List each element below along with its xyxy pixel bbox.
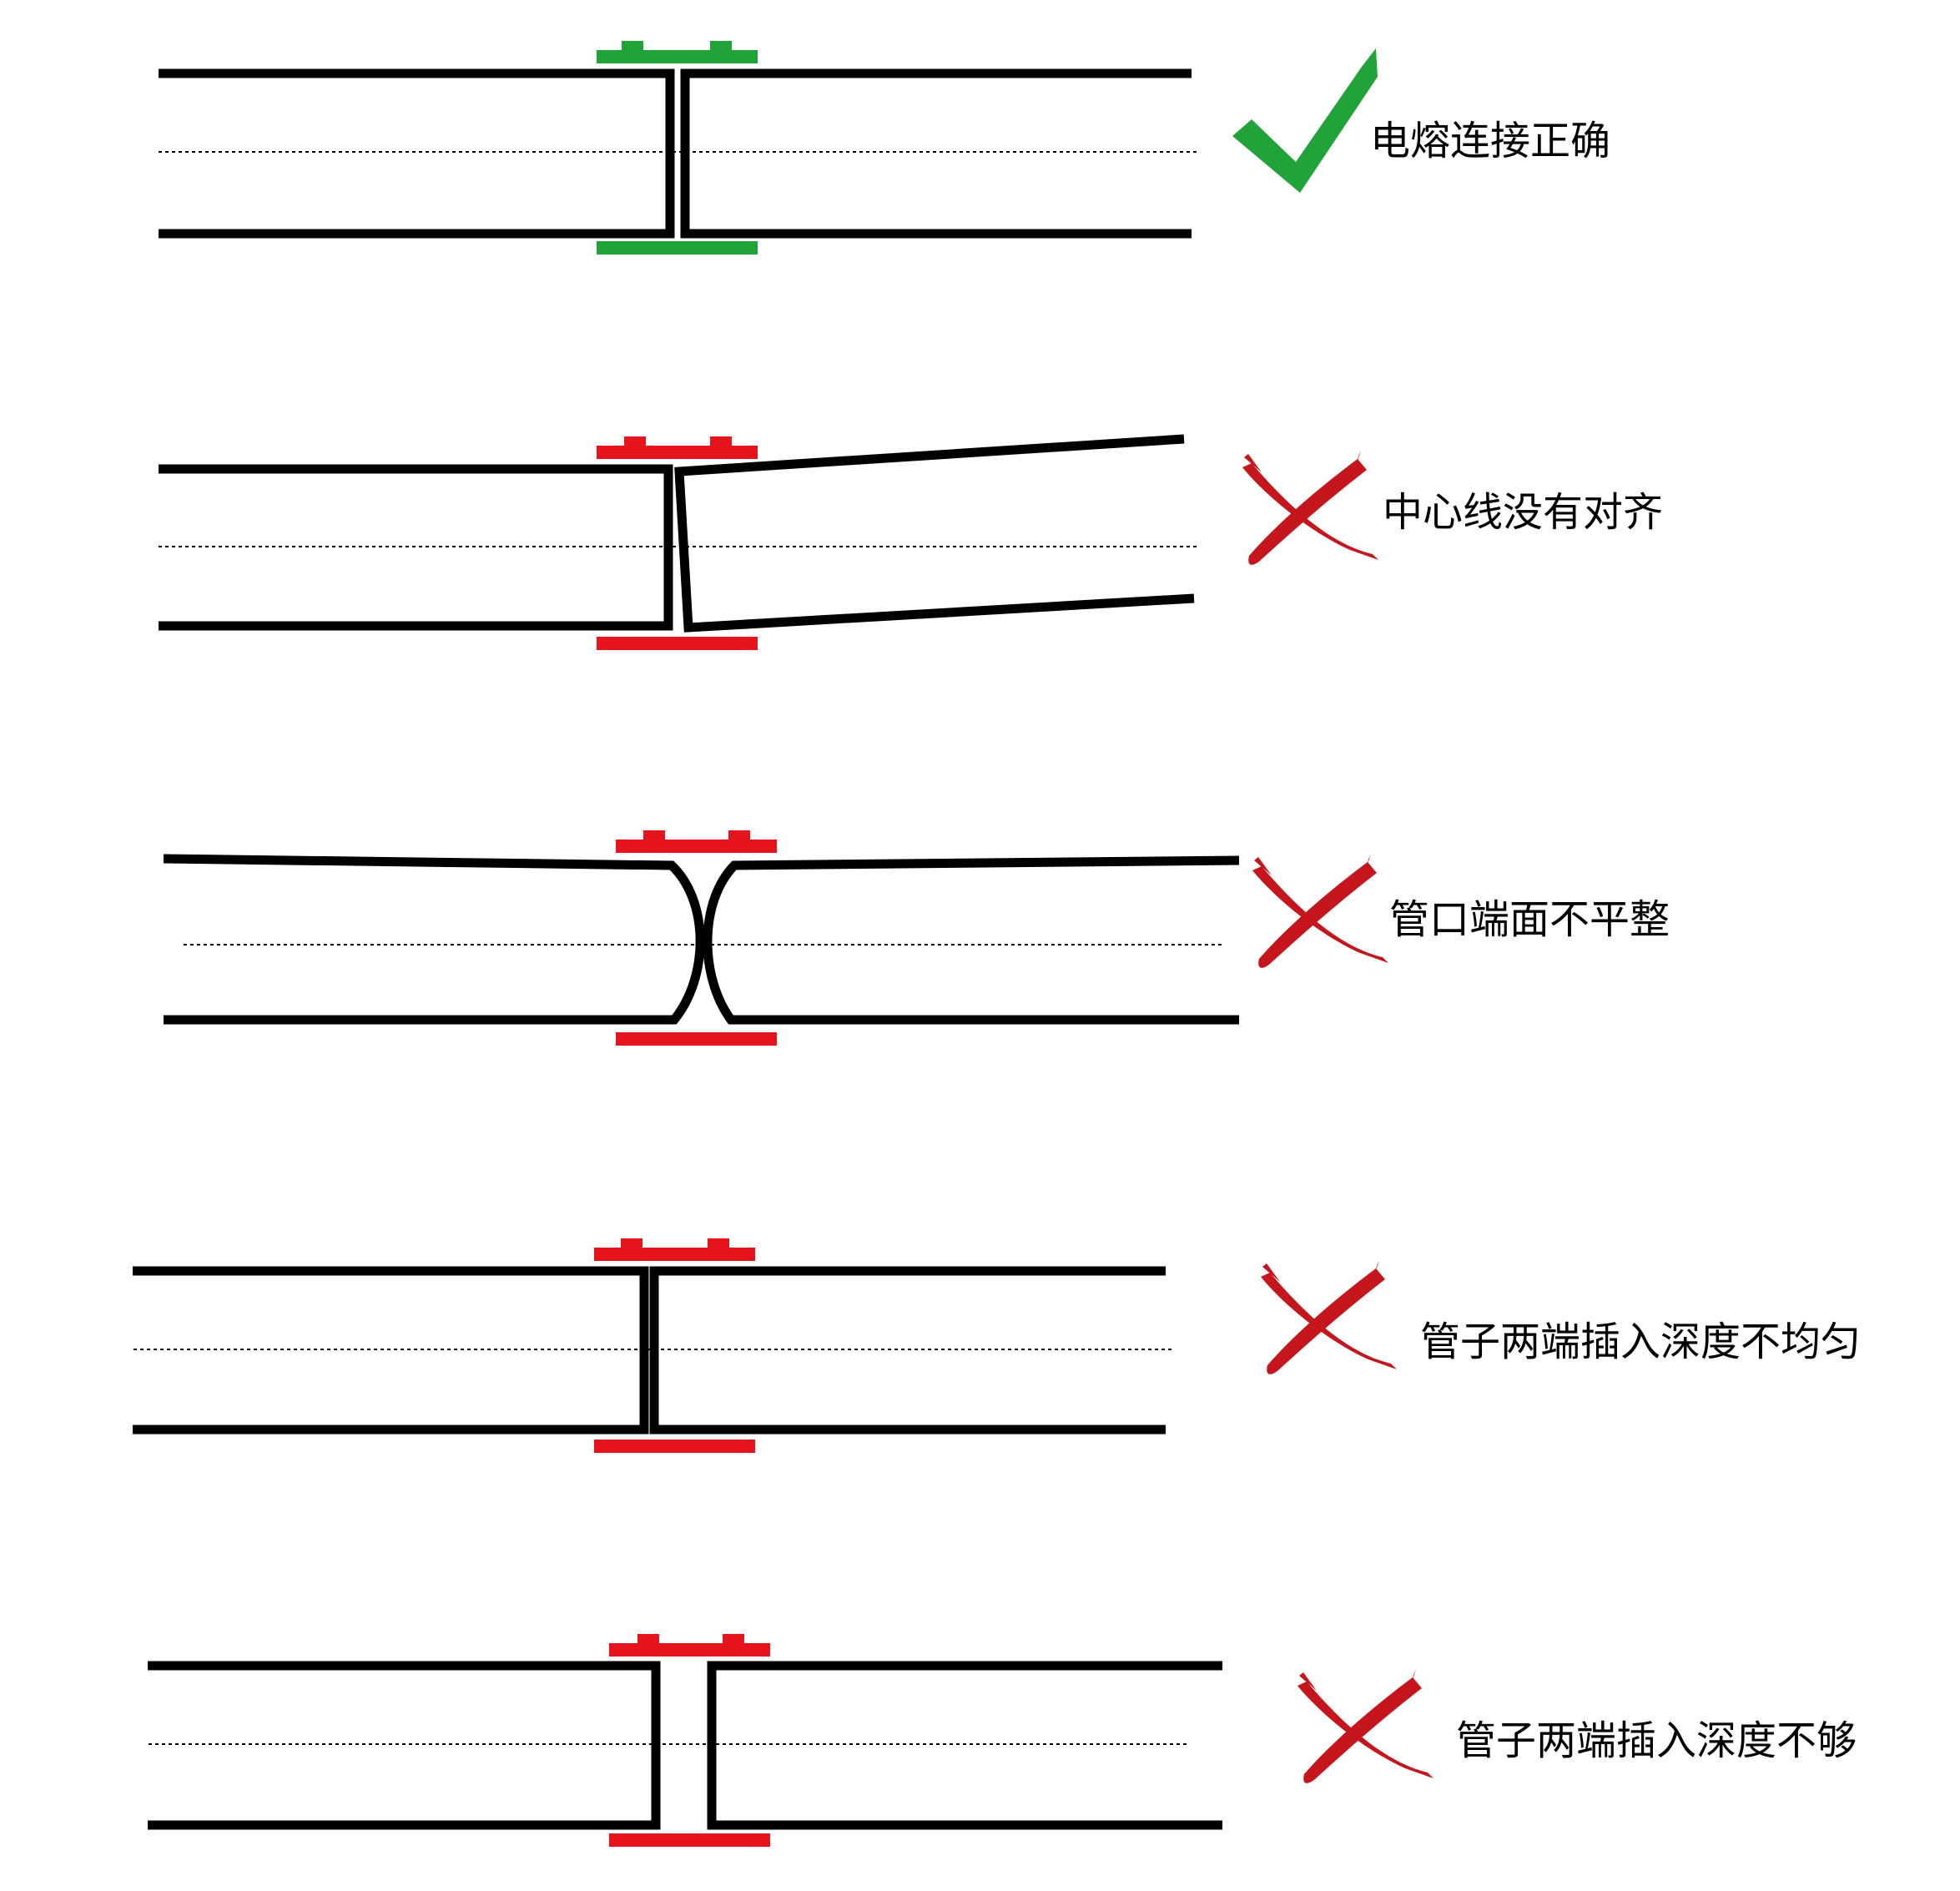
- left-pipe: [159, 464, 673, 631]
- right-pipe-tilted: [674, 434, 1195, 633]
- cross-icon: [1242, 451, 1378, 565]
- cross-icon: [1297, 1669, 1433, 1783]
- right-pipe: [649, 1266, 1166, 1435]
- right-pipe: [703, 855, 1240, 1025]
- left-pipe: [133, 1266, 649, 1435]
- cross-icon: [1261, 1260, 1397, 1374]
- coupler-wrong: [616, 830, 777, 1046]
- left-pipe: [159, 68, 675, 239]
- left-pipe: [148, 1661, 661, 1830]
- case-insufficient-depth: 管子两端插入深度不够: [148, 1634, 1857, 1847]
- check-icon: [1232, 48, 1378, 193]
- case-uneven-depth: 管子两端插入深度不均匀: [133, 1238, 1861, 1453]
- right-pipe: [680, 68, 1192, 239]
- case-label: 管子两端插入深度不够: [1456, 1717, 1857, 1764]
- coupler-correct: [597, 41, 758, 255]
- case-label: 管口端面不平整: [1389, 896, 1670, 943]
- case-misaligned: 中心线没有对齐: [159, 434, 1663, 650]
- case-uneven-end: 管口端面不平整: [163, 830, 1670, 1046]
- coupler-wrong: [594, 1238, 755, 1453]
- right-pipe: [707, 1661, 1222, 1830]
- left-pipe: [163, 854, 705, 1025]
- cross-icon: [1252, 854, 1388, 968]
- case-label: 中心线没有对齐: [1383, 489, 1663, 536]
- case-correct: 电熔连接正确: [159, 41, 1610, 255]
- coupler-wrong: [597, 436, 758, 650]
- case-label: 管子两端插入深度不均匀: [1420, 1319, 1861, 1365]
- case-label: 电熔连接正确: [1370, 118, 1610, 164]
- coupler-wrong: [609, 1634, 770, 1847]
